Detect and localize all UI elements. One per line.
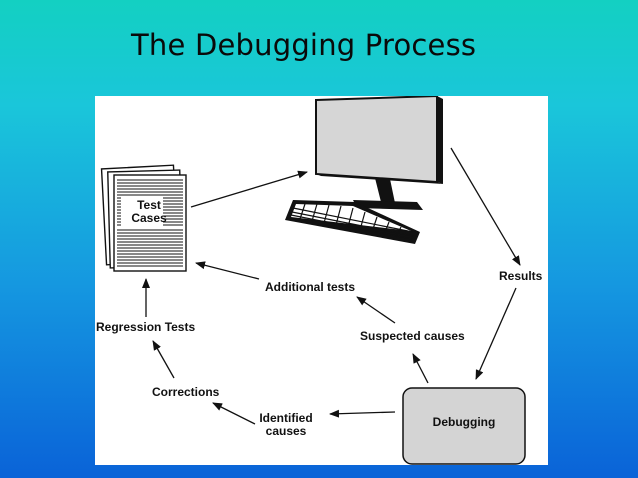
arrow-corrections-to-regression-tests xyxy=(152,340,175,379)
test-cases-label: Test Cases xyxy=(131,198,167,225)
arrow-computer-to-results xyxy=(450,147,521,266)
arrow-suspected-causes-to-additional-tests xyxy=(356,296,396,324)
corrections-label: Corrections xyxy=(152,385,220,399)
slide-title: The Debugging Process xyxy=(131,28,477,62)
regression-tests-label: Regression Tests xyxy=(96,320,196,334)
test-cases-stack-icon xyxy=(100,164,187,272)
arrow-debugging-to-identified-causes xyxy=(329,409,396,418)
arrow-debugging-to-suspected-causes xyxy=(412,353,429,384)
debugging-label: Debugging xyxy=(432,415,496,429)
arrow-identified-causes-to-corrections xyxy=(212,402,256,425)
identified-causes-label: Identified causes xyxy=(259,411,313,438)
results-label: Results xyxy=(499,269,543,283)
debugging-box xyxy=(402,387,526,465)
arrow-test-cases-to-computer xyxy=(190,170,308,208)
keyboard-icon xyxy=(285,200,420,244)
debugging-process-diagram xyxy=(100,96,526,465)
additional-tests-label: Additional tests xyxy=(265,280,356,294)
computer-monitor-icon xyxy=(315,96,443,210)
diagram-panel: Test Cases Results Debugging Additional … xyxy=(95,96,548,465)
arrow-additional-tests-to-test-cases xyxy=(195,261,260,280)
suspected-causes-label: Suspected causes xyxy=(360,329,465,343)
arrow-results-to-debugging xyxy=(475,287,517,380)
